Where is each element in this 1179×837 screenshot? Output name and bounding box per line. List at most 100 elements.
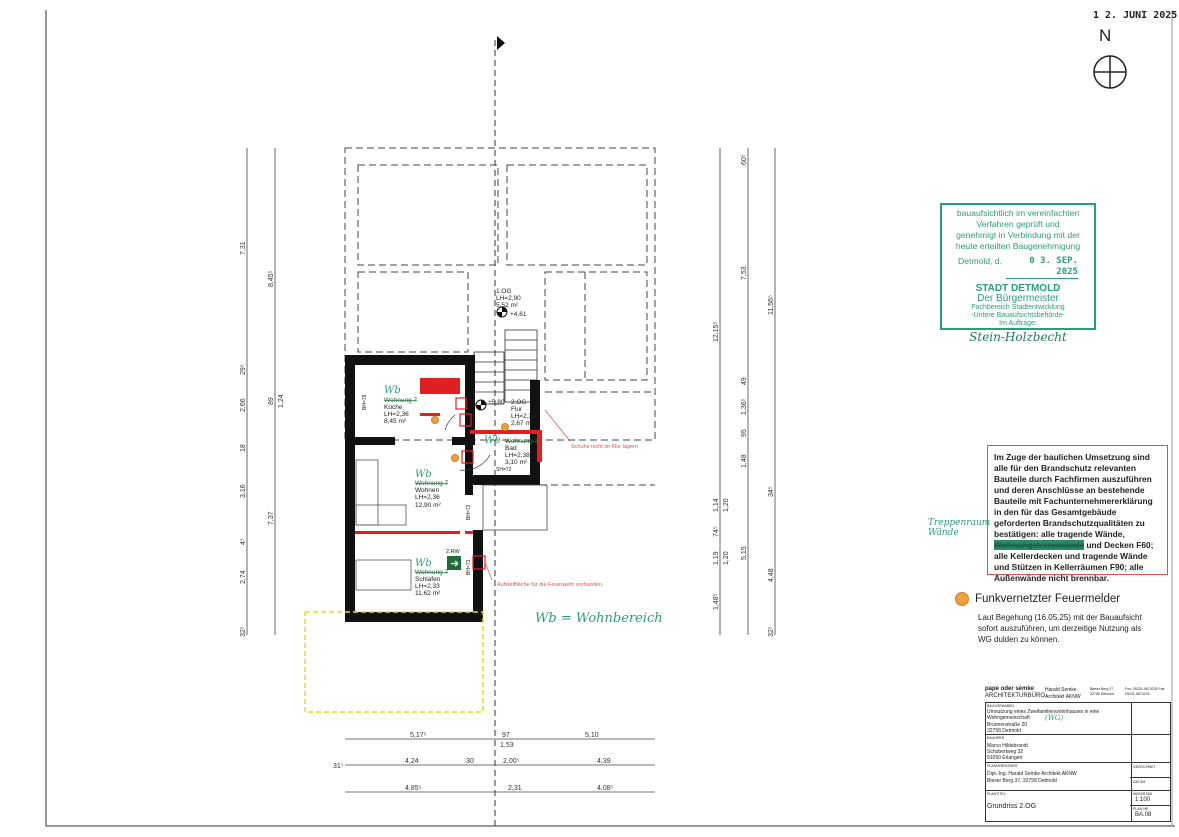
dim-text: 1,48⁵: [713, 593, 720, 610]
dim-text: 12,15⁵: [713, 321, 720, 342]
upper-floor-outline: [344, 147, 656, 486]
window-label: SH=72: [496, 467, 512, 473]
room-struck: Wohnung 7: [505, 438, 539, 445]
room-name-wohnen: Wohnen: [415, 487, 439, 494]
dim-text: 11,56⁵: [768, 295, 775, 315]
dim-text: 1,24: [278, 394, 285, 408]
scale-value: 1:100: [1135, 797, 1151, 803]
client-name: Marco Hildebrandt: [987, 743, 1028, 749]
room-area: 3,10 m²: [505, 459, 528, 466]
signed-label: GEZEICHNET: [1133, 765, 1156, 769]
room-area: 12,90 m²: [415, 502, 441, 509]
window-label: BH=79: [362, 394, 368, 410]
room-tag: Wb: [384, 385, 401, 396]
door-swings: [444, 414, 491, 471]
room-tag: Wb: [484, 435, 501, 446]
plan-no-label: PLAN NR: [1133, 807, 1149, 811]
room-name-flur: Flur: [511, 406, 523, 413]
room-area: 11,62 m²: [415, 590, 441, 597]
dim-text: 89: [268, 397, 275, 405]
dim-text: 1,48: [741, 454, 748, 468]
elevation-marker-icons: [475, 306, 508, 411]
dim-text: 2,74: [240, 570, 247, 584]
plan-title: Grundriss 2.OG: [987, 803, 1037, 810]
room-area: 8,45 m²: [384, 418, 407, 425]
designer-address: Bieser Berg 37, 32758 Detmold: [987, 778, 1057, 784]
dim-text: 1,19: [713, 551, 720, 565]
north-compass-icon: [1093, 55, 1127, 89]
dim-text: 95: [741, 429, 748, 437]
plan-title-label: PLANTITEL: [987, 792, 1006, 796]
note-text: Im Zuge der baulichen Umsetzung sind all…: [994, 452, 1153, 539]
stamp-city: STADT DETMOLD: [975, 283, 1061, 294]
project-annotation: (WG): [1045, 714, 1064, 722]
fire-walls: [355, 378, 542, 534]
stamp-line: Verfahren geprüft und: [976, 219, 1060, 229]
window-label: BH=72: [466, 504, 472, 520]
dim-text: 31⁵: [333, 763, 344, 770]
smoke-detector-icons: [431, 416, 509, 462]
fire-brigade-area: [304, 611, 484, 713]
stamp-department: Fachbereich Stadtentwicklung: [971, 304, 1065, 311]
office-address: Bieser Berg 37 32758 Detmold: [1090, 687, 1114, 696]
fire-alarm-icons: [455, 397, 486, 570]
dim-text: 7,53: [741, 266, 748, 280]
dim-text: 32⁵: [240, 626, 247, 637]
project-name: Umnutzung eines Zweifamilienwohnhauses i…: [987, 709, 1100, 721]
escape-route-label: 2.RW: [446, 549, 460, 555]
balcony: [482, 484, 548, 531]
furniture: [355, 459, 412, 591]
upper-height: LH=2,90: [496, 295, 521, 302]
room-struck: Wohnung 7: [384, 397, 418, 404]
fire-brigade-note: Aufstellfläche für die Feuerwehr vorhand…: [497, 582, 604, 588]
dim-text: 1,36⁵: [741, 398, 748, 415]
note-text-after: und Decken F60; alle Kellerdecken und tr…: [994, 540, 1154, 583]
dim-text: 32⁵: [768, 626, 775, 637]
room-struck: Wohnung 7: [415, 569, 449, 576]
client-address: Schobertweg 32 91050 Erlangen: [987, 749, 1024, 761]
flur-elevation: +5,80: [488, 399, 505, 406]
dim-text: 3,16: [240, 484, 247, 498]
smoke-detector-icon: [955, 591, 969, 606]
dim-text: 29⁵: [240, 364, 247, 375]
handwritten-legend: Wb = Wohnbereich: [535, 611, 663, 626]
dim-text: 2,66: [240, 398, 247, 412]
dimension-lines: [246, 148, 776, 793]
dim-text: 1,14: [713, 498, 720, 512]
stamp-place: Detmold, d.: [958, 256, 1002, 266]
dim-text: 49: [741, 377, 748, 385]
plan-no: BA.08: [1135, 812, 1152, 818]
room-struck: Wohnung 7: [415, 480, 449, 487]
architect-name: Harald Semke: [1045, 687, 1077, 693]
stamp-signature: Stein-Holzbecht: [969, 330, 1067, 344]
room-area: 2,67 m²: [511, 420, 534, 427]
note-struck-text: Wohnungstrennwände: [994, 540, 1085, 550]
room-tag: Wb: [415, 558, 432, 569]
dim-text: 7,31: [240, 241, 247, 255]
shoes-note: Schuhe nicht im Flur lagern: [571, 444, 638, 450]
stamp-date: 0 3. SEP. 2025: [1005, 256, 1078, 279]
stamp-line: heute erteilten Baugenehmigung: [955, 241, 1081, 251]
smoke-detector-legend: Funkvernetzter Feuermelder Laut Begehung…: [955, 590, 1155, 645]
approval-stamp: bauaufsichtlich im vereinfachten Verfahr…: [940, 203, 1096, 343]
dim-text: 4,85⁵: [405, 785, 422, 792]
note-leader-line: [484, 561, 493, 581]
room-height: LH=2,38: [511, 413, 536, 420]
dim-text: 60⁵: [741, 154, 748, 165]
stamp-authority: -Untere Bauaufsichtsbehörde-: [971, 312, 1065, 319]
fire-protection-note: Im Zuge der baulichen Umsetzung sind all…: [987, 445, 1168, 583]
architect-title: Architekt AKNW: [1045, 694, 1081, 700]
dim-text: 5,10: [585, 732, 599, 739]
room-name-kueche: Küche: [384, 404, 403, 411]
dimension-texts: 5,17⁵ 97 1,53 5,10 31⁵ 4,24 30 2,00⁵ 4,3…: [240, 154, 775, 792]
dim-text: 5,17⁵: [410, 732, 427, 739]
dim-text: 2,00⁵: [503, 758, 520, 765]
office-type: ARCHITEKTURBÜRO: [985, 693, 1046, 699]
stamp-on-behalf: Im Auftrage:: [999, 320, 1037, 327]
flur-level: 2.OG: [511, 399, 527, 406]
legend-title: Funkvernetzter Feuermelder: [975, 592, 1121, 605]
dim-text: 2,31: [508, 785, 522, 792]
window-label: BH=73: [466, 559, 472, 575]
date-label: DATUM: [1133, 780, 1146, 784]
scale-label: MASSSTAB: [1133, 792, 1152, 796]
